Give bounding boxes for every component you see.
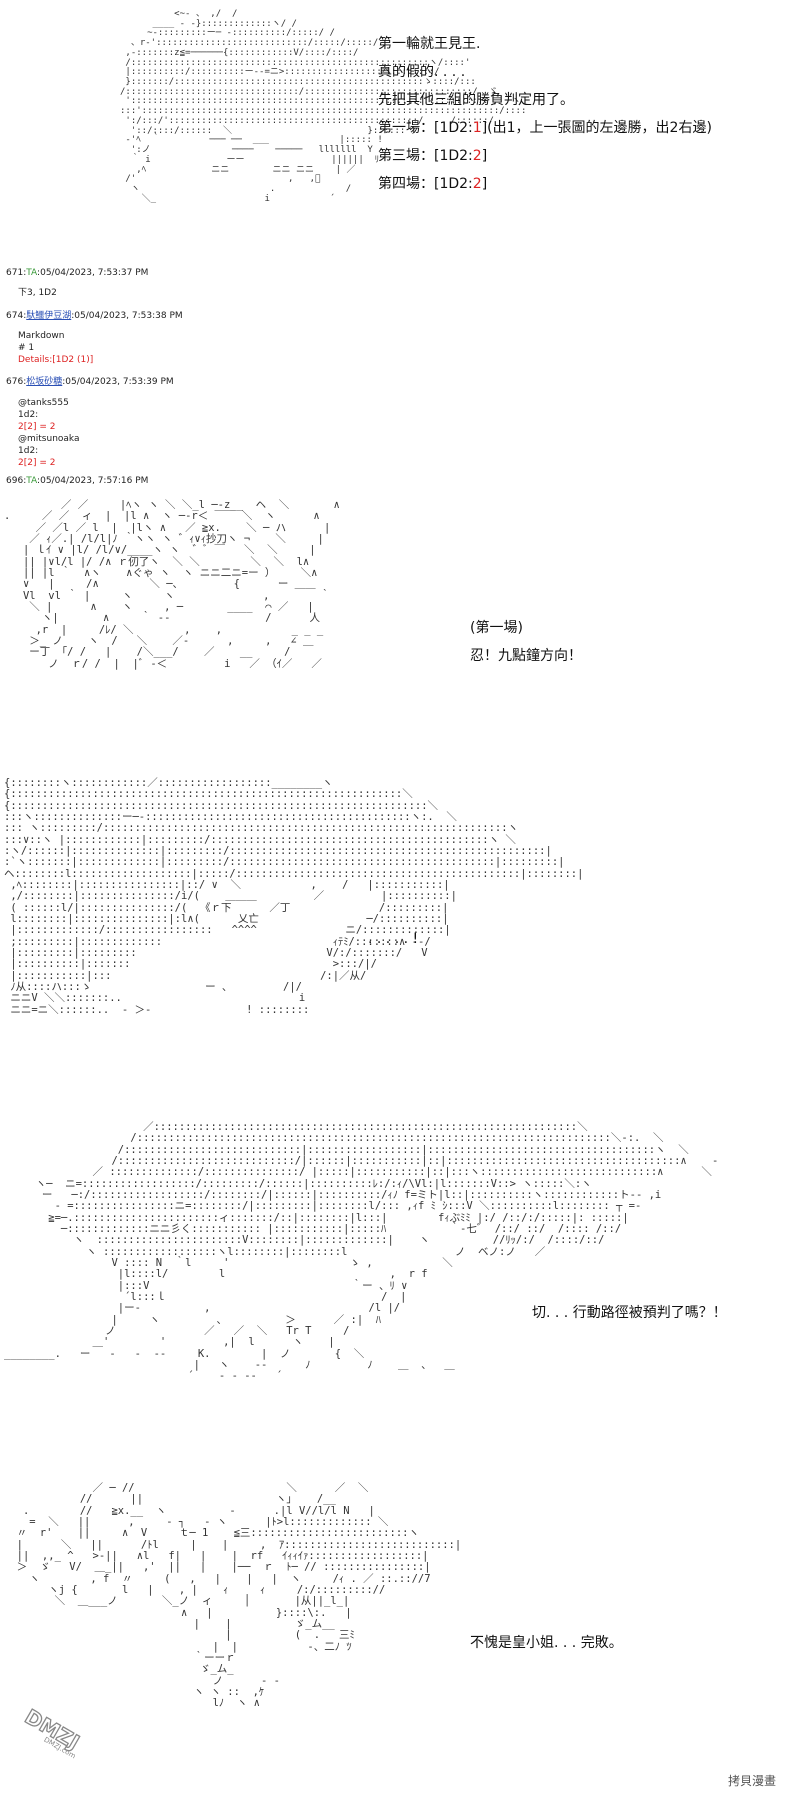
ascii-art-scene-1: ／ ／ |ﾍヽ ヽ ＼ ＼_l ─-z__ ヘ ＼ ∧ . ／ ／ ィ | |l…	[4, 499, 340, 670]
post-676-body: @tanks555 1d2: 2[2] = 2 @mitsunoaka 1d2:…	[18, 398, 80, 468]
post-671-body: 下3, 1D2	[18, 288, 57, 298]
poster-link[interactable]: 松坂砂糖	[26, 377, 63, 387]
ascii-art-face-top: <~- 、 ,/ / ____ - ‐}:::::::::::::ヽ/ / ~-…	[120, 9, 547, 204]
scene-3-text: 切. . . 行動路徑被預判了嗎？！	[532, 1299, 727, 1327]
dmzj-logo-icon: DMZJ	[20, 1704, 84, 1755]
scene-2-line: . . . . . !	[368, 931, 419, 947]
post-674-body: Markdown # 1 Details:[1D2 (1)]	[18, 331, 94, 365]
dice-line-4: 第四場：[1D2:2]	[378, 176, 488, 192]
watermark-logo-left: DMZJ DMZJ.com	[14, 1696, 96, 1768]
watermark-right: 拷貝漫畫	[728, 1774, 777, 1788]
ascii-art-scene-3: ／:::::::::::::::::::::::::::::::::::::::…	[4, 1121, 719, 1383]
ascii-art-scene-4: ／ ─ // ＼ ／ ＼ // || ヽ｣ /__ . // ≧x.__ ヽ ‐…	[16, 1482, 462, 1710]
post-696: 696:TA:05/04/2023, 7:57:16 PM	[6, 476, 149, 486]
narration-line: 真的假的. . . .	[378, 64, 466, 80]
post-676: 676:松坂砂糖:05/04/2023, 7:53:39 PM	[6, 377, 174, 387]
scene-1-line: 忍！九點鐘方向！	[470, 648, 582, 664]
narration-top: 第一輪就王見王. 真的假的. . . . 先把其他三組的勝負判定用了。 第一場：…	[378, 30, 798, 198]
post-671: 671:TA:05/04/2023, 7:53:37 PM	[6, 268, 149, 278]
poster-link[interactable]: 馱鱷伊豆湖	[26, 311, 72, 321]
scene-3-line: 切. . . 行動路徑被預判了嗎？！	[532, 1305, 727, 1321]
dice-line-3: 第三場：[1D2:2]	[378, 148, 488, 164]
scene-4-text: 不愧是皇小姐. . . 完敗。	[470, 1629, 623, 1657]
post-674: 674:馱鱷伊豆湖:05/04/2023, 7:53:38 PM	[6, 311, 183, 321]
scene-4-line: 不愧是皇小姐. . . 完敗。	[470, 1635, 623, 1651]
narration-line: 先把其他三組的勝負判定用了。	[378, 92, 574, 108]
scene-1-label: (第一場)	[470, 620, 523, 636]
scene-2-text: . . . . . !	[368, 925, 418, 953]
scene-1-text: (第一場) 忍！九點鐘方向！	[470, 614, 582, 670]
ascii-art-scene-2: {::::::::ヽ::::::::::::／:::::::::::::::::…	[4, 777, 584, 1016]
dice-line-1: 第一場：[1D2:1](出1，上一張圖的左邊勝，出2右邊)	[378, 120, 712, 136]
narration-line: 第一輪就王見王.	[378, 36, 481, 52]
